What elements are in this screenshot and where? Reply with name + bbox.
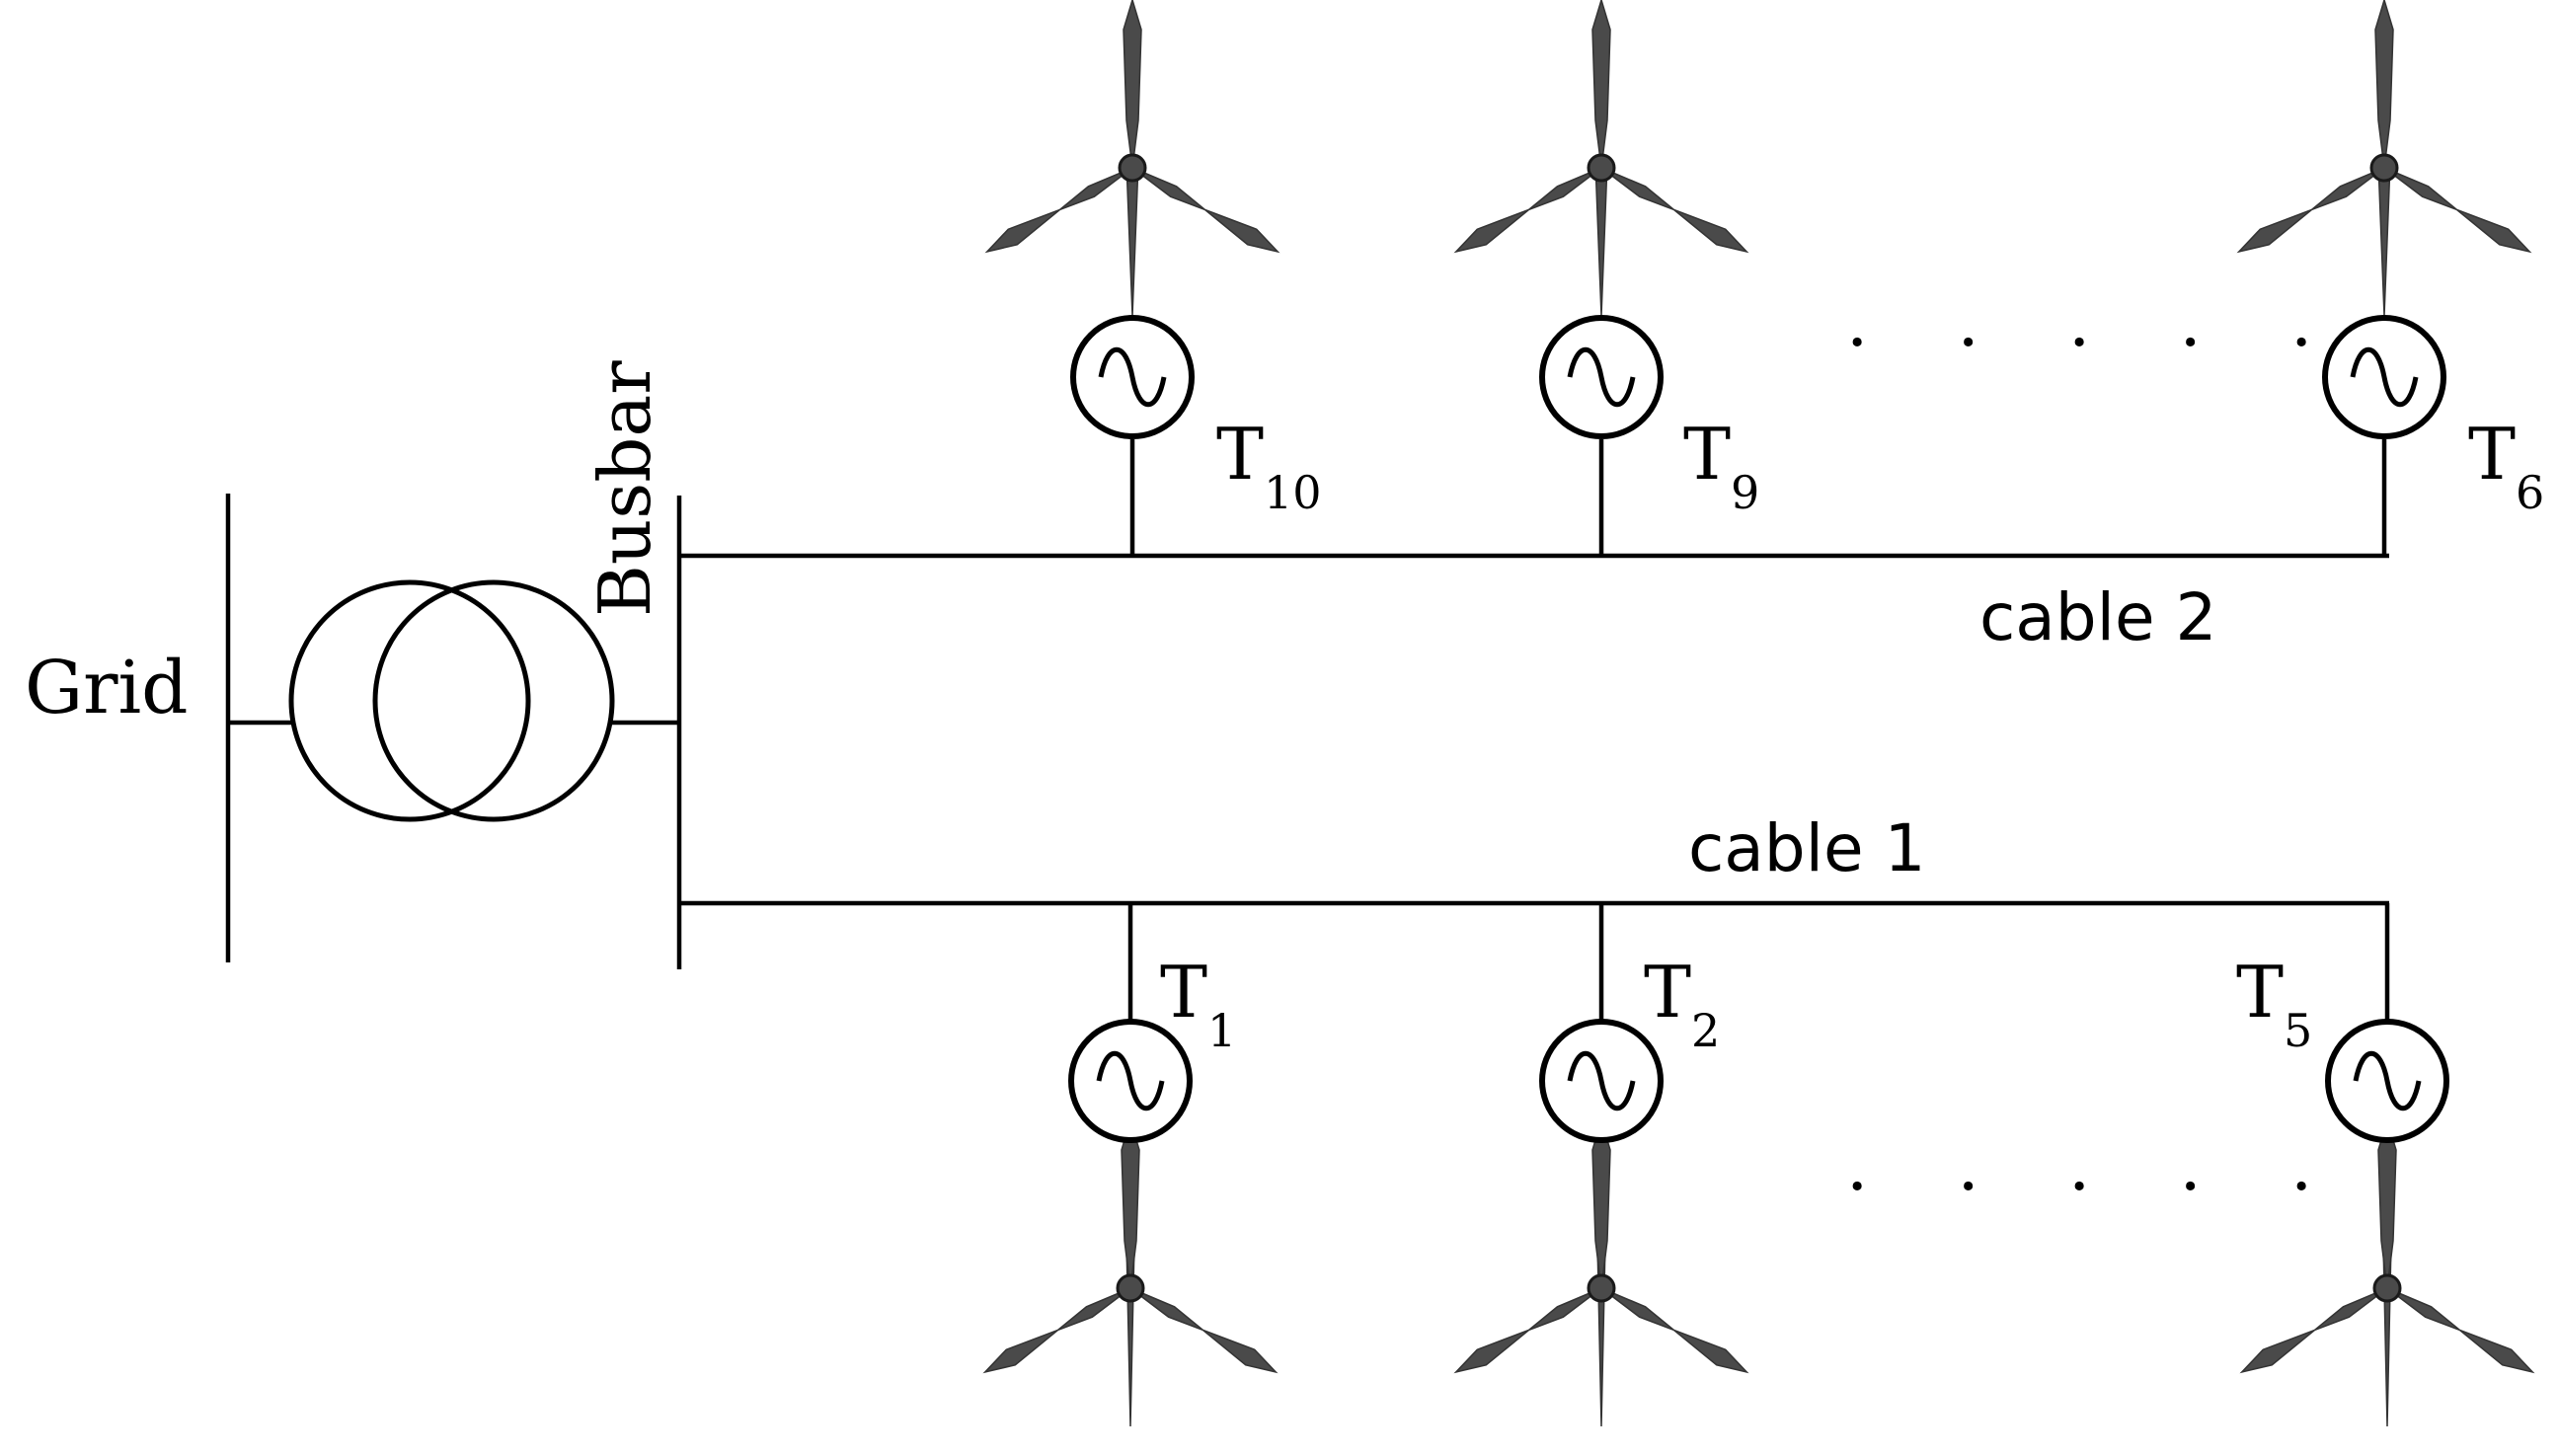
turbine-label-t1: T1: [1160, 951, 1236, 1057]
turbine-t9-rotor: [1450, 0, 1752, 317]
cable-1-label: cable 1: [1688, 810, 1926, 886]
turbine-t2-rotor: [1450, 1119, 1752, 1427]
grid-label: Grid: [25, 646, 189, 730]
generator-t6: [2322, 315, 2446, 439]
ellipsis-top: . . . . .: [1846, 281, 2346, 362]
ellipsis-bottom: . . . . .: [1846, 1125, 2346, 1206]
generator-t5: [2325, 1019, 2449, 1143]
transformer-symbol: [288, 579, 615, 822]
turbine-t10-rotor: [981, 0, 1283, 317]
turbine-t1-rotor: [979, 1119, 1281, 1427]
generator-t10: [1070, 315, 1195, 439]
turbine-label-t10: T10: [1216, 413, 1322, 519]
turbine-label-t2: T2: [1644, 951, 1720, 1057]
turbine-label-t6: T6: [2468, 413, 2544, 519]
generator-t1: [1068, 1019, 1193, 1143]
turbine-label-t9: T9: [1683, 413, 1759, 519]
turbine-t6-rotor: [2233, 0, 2535, 317]
generator-t2: [1539, 1019, 1664, 1143]
transformer-secondary-winding: [372, 579, 615, 822]
transformer-primary-winding: [288, 579, 531, 822]
busbar-label: Busbar: [583, 360, 666, 617]
cable-2-label: cable 2: [1979, 579, 2217, 655]
turbine-label-t5: T5: [2236, 951, 2312, 1057]
generator-t9: [1539, 315, 1664, 439]
turbine-t5-rotor: [2236, 1119, 2538, 1427]
